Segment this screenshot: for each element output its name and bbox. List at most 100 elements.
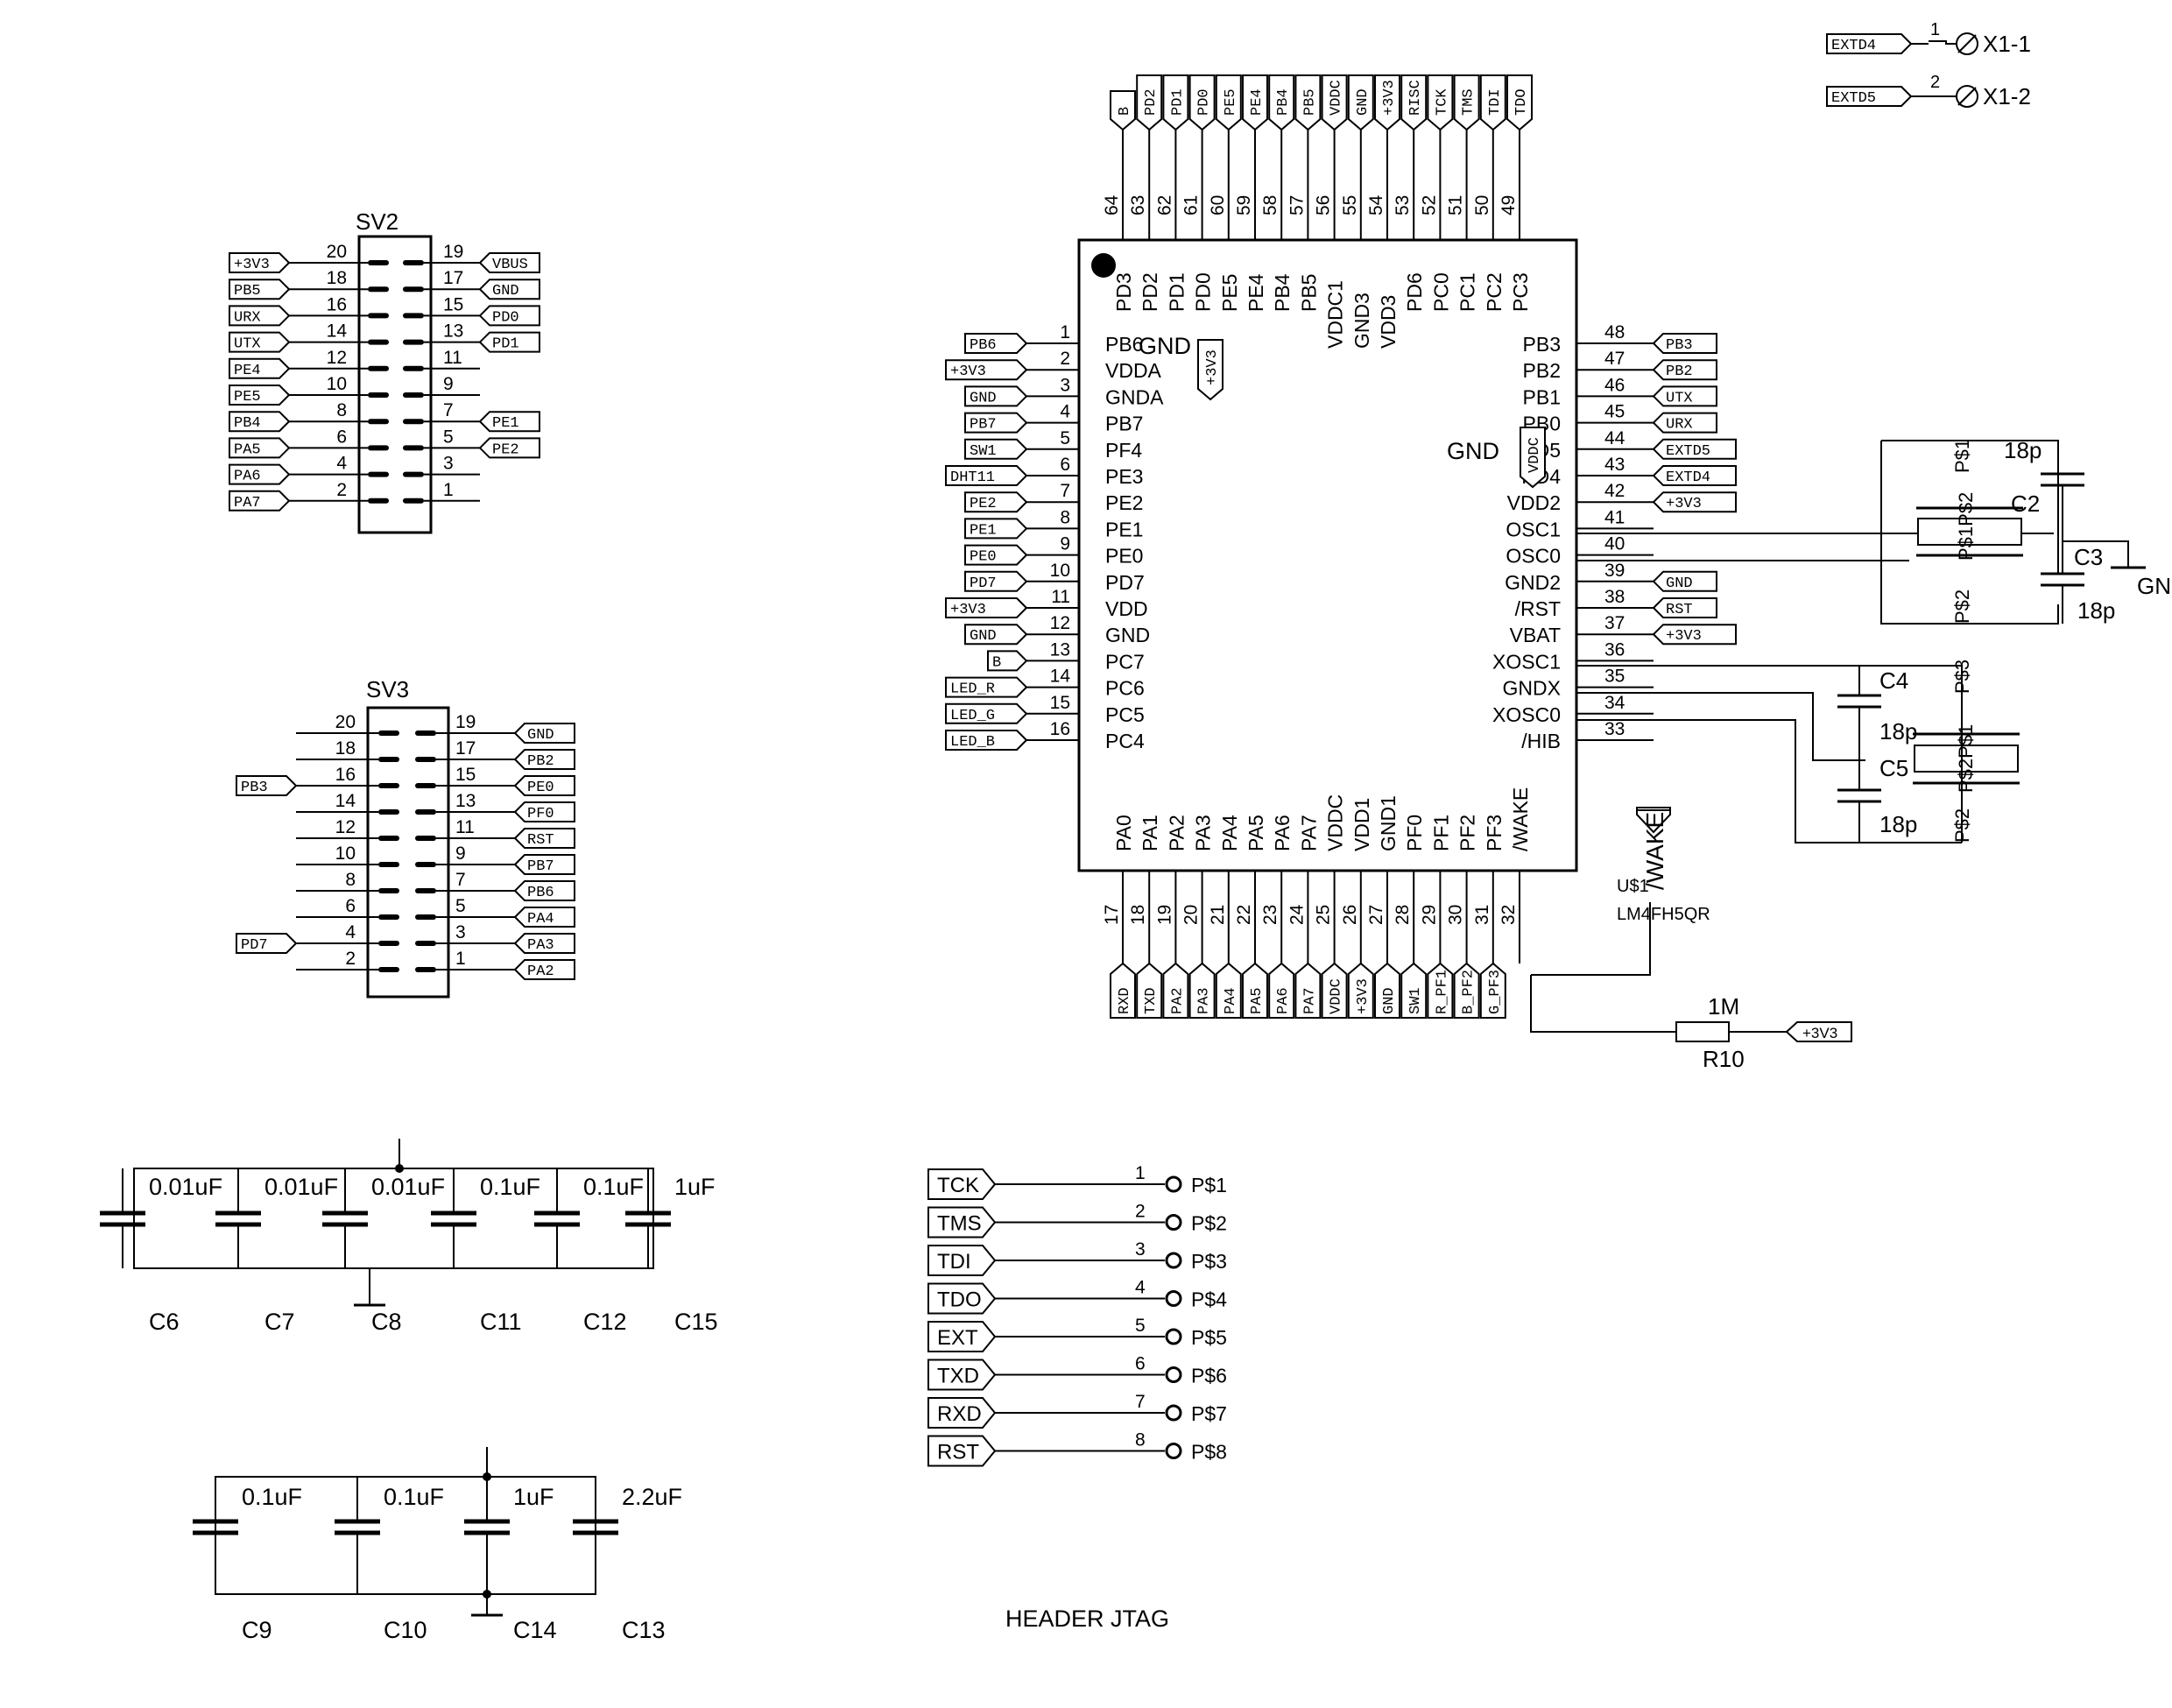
cap-value: 0.1uF: [242, 1484, 302, 1510]
jtag-net-text: TCK: [937, 1174, 979, 1197]
r10-ref: R10: [1703, 1046, 1745, 1072]
cap-ref: C6: [149, 1309, 180, 1335]
net-label: PE4: [229, 357, 291, 379]
net-label-text: PB5: [1301, 88, 1318, 116]
net-label-shape: [945, 597, 1028, 618]
net-label-shape: [945, 465, 1028, 486]
net-label: PE4: [1242, 74, 1268, 131]
net-label: SW1: [964, 438, 1028, 460]
net-label-shape: [1652, 359, 1717, 381]
net-label: GND: [478, 279, 540, 300]
pin-pad: [378, 730, 399, 736]
pin-pad: [403, 392, 424, 398]
pin-number: 24: [1287, 904, 1307, 925]
pin-number: 2: [336, 480, 347, 500]
net-label: R_PF1: [1427, 962, 1454, 1019]
net-label: +3V3: [1652, 624, 1737, 646]
net-label-text: +3V3: [1666, 496, 1702, 512]
net-label: GND: [964, 385, 1028, 407]
pin-name: PD7: [1105, 571, 1145, 594]
net-label-text: TMS: [1461, 88, 1477, 116]
jtag-pin-number: 1: [1135, 1163, 1146, 1183]
wake-text: /WAKE: [1641, 812, 1668, 890]
q2-p2: P$2: [1951, 808, 1973, 843]
pin-number: 63: [1128, 195, 1148, 215]
pin-number: 18: [335, 738, 356, 759]
net-label-text: GND: [1381, 987, 1398, 1014]
net-label: PE5: [1215, 74, 1242, 131]
net-label-text: PB5: [234, 283, 261, 300]
pin-number: 30: [1446, 905, 1466, 925]
net-label-shape: [229, 385, 291, 406]
pin-number: 2: [1060, 349, 1070, 369]
jtag-pad-name: P$2: [1191, 1212, 1227, 1235]
net-label: B_PF2: [1453, 962, 1480, 1019]
pin-name: PD0: [1192, 272, 1215, 312]
pin-number: 2: [345, 949, 356, 969]
pin-number: 14: [1050, 667, 1071, 687]
net-label-shape: [945, 676, 1028, 698]
net-label: PE0: [513, 775, 575, 796]
pin-number: 8: [336, 400, 347, 420]
net-label-shape: [236, 933, 298, 954]
net-label-shape: [964, 438, 1028, 460]
net-label: B: [987, 650, 1028, 672]
pin-name: VBAT: [1510, 624, 1561, 646]
pin-name: /HIB: [1521, 730, 1561, 752]
net-label: TMS: [1453, 74, 1480, 131]
pin-name: PF3: [1483, 815, 1506, 851]
pin-number: 15: [1050, 693, 1070, 713]
decoup1-supply-label-text: +3V3: [1204, 349, 1221, 385]
net-label-text: TXD: [1143, 987, 1160, 1014]
pin-name: PD3: [1112, 272, 1135, 312]
pin-number: 8: [1060, 507, 1070, 527]
net-label: PD7: [964, 570, 1028, 592]
net-label-text: LED_B: [950, 734, 995, 751]
decoup1-network: [133, 1139, 654, 1307]
q2-overlap: P$2P$1: [1955, 724, 1977, 793]
net-label-shape: [1652, 597, 1717, 618]
net-label-text: PB2: [1666, 363, 1693, 380]
static-drawing: U$1 LM4FH5QR /WAKE +3V3 1M R10: [133, 32, 2146, 1617]
net-label-text: PE0: [527, 780, 554, 796]
net-label-text: PA7: [234, 495, 261, 512]
pin-number: 17: [443, 268, 463, 288]
pin-number: 33: [1604, 719, 1625, 739]
net-label-shape: [1479, 74, 1506, 131]
pin-number: 11: [443, 348, 462, 368]
pin-number: 23: [1260, 905, 1280, 925]
pin-name: PC3: [1509, 272, 1532, 312]
pin-pad: [368, 286, 389, 293]
net-label-shape: [1652, 385, 1717, 407]
pin-number: 56: [1314, 195, 1334, 215]
net-label-shape: [1215, 74, 1242, 131]
osc-labels: 18p C2 C3 18p GND P$1 P$1P$2 P$2 C4 18p …: [1879, 437, 2172, 843]
net-label: URX: [229, 305, 291, 327]
pin-number: 61: [1181, 195, 1202, 215]
pin-number: 14: [327, 321, 348, 342]
net-label-shape: [964, 491, 1028, 513]
net-label: PB5: [1294, 74, 1322, 131]
jtag-net-text: TXD: [937, 1365, 979, 1388]
jtag-net-label: [927, 1359, 997, 1391]
pin-pad: [415, 730, 436, 736]
pin-number: 11: [1051, 587, 1070, 607]
decoup1-gnd: GND: [1139, 333, 1191, 359]
net-label-shape: [1453, 962, 1480, 1019]
